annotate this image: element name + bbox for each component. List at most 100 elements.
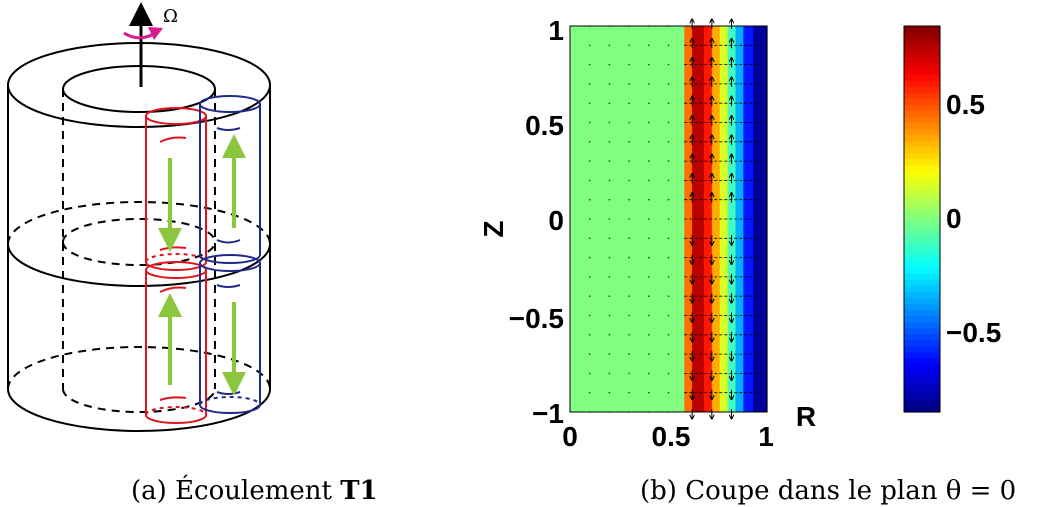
colorbar-step bbox=[904, 200, 940, 208]
colorbar-step bbox=[904, 321, 940, 329]
colorbar-step bbox=[904, 44, 940, 51]
vector-dot bbox=[588, 237, 591, 240]
colorbar-step bbox=[904, 225, 940, 232]
vector-dot bbox=[648, 179, 650, 182]
heatmap-band-2 bbox=[692, 26, 705, 412]
colorbar-step bbox=[904, 315, 940, 323]
vector-dot bbox=[667, 295, 670, 298]
vector-dot bbox=[588, 276, 591, 278]
vector-dot bbox=[648, 237, 650, 240]
vector-dot bbox=[588, 334, 591, 336]
colorbar-step bbox=[904, 339, 940, 347]
colorbar-step bbox=[904, 104, 940, 112]
vector-dot bbox=[628, 102, 630, 104]
vector-dot bbox=[628, 295, 630, 298]
x-tick-0: 0 bbox=[562, 421, 578, 452]
colorbar-step bbox=[904, 38, 940, 45]
colorbar-step bbox=[904, 176, 940, 184]
vector-dot bbox=[648, 44, 650, 47]
colorbar-step bbox=[904, 387, 940, 395]
vector-dot bbox=[667, 160, 670, 162]
colorbar-step bbox=[904, 405, 940, 413]
vector-dot bbox=[648, 314, 650, 317]
colorbar-step bbox=[904, 56, 940, 63]
colorbar-step bbox=[904, 86, 940, 93]
colorbar-step bbox=[904, 279, 940, 286]
vector-dot bbox=[667, 218, 670, 220]
colorbar-step bbox=[904, 273, 940, 280]
vector-dot bbox=[667, 63, 670, 66]
vector-dot bbox=[608, 44, 611, 47]
vector-dot bbox=[608, 121, 611, 124]
vector-dot bbox=[628, 83, 630, 85]
y-tick-labels: 1 0.5 0 −0.5 −1 bbox=[509, 15, 564, 429]
vector-dot bbox=[648, 372, 650, 375]
vector-dot bbox=[628, 276, 630, 278]
colorbar-step bbox=[904, 146, 940, 154]
vector-dot bbox=[608, 295, 611, 298]
vector-dot bbox=[588, 83, 591, 85]
colorbar-step bbox=[904, 219, 940, 226]
colorbar-step bbox=[904, 80, 940, 87]
colorbar-step bbox=[904, 375, 940, 383]
vector-dot bbox=[648, 83, 650, 85]
colorbar-tick-0.5: 0.5 bbox=[946, 89, 985, 120]
colorbar-step bbox=[904, 212, 940, 220]
vector-dot bbox=[588, 314, 591, 317]
vector-dot bbox=[667, 353, 670, 355]
vector-dot bbox=[628, 256, 630, 259]
colorbar-step bbox=[904, 357, 940, 365]
colorbar-step bbox=[904, 243, 940, 250]
colorbar-step bbox=[904, 74, 940, 81]
colorbar-step bbox=[904, 249, 940, 256]
vector-dot bbox=[648, 141, 650, 143]
vector-dot bbox=[608, 198, 611, 201]
vector-dot bbox=[648, 353, 650, 355]
vector-dot bbox=[667, 334, 670, 336]
x-tick-1: 1 bbox=[758, 421, 774, 452]
vector-dot bbox=[648, 334, 650, 336]
colorbar-step bbox=[904, 297, 940, 305]
vector-dot bbox=[628, 198, 630, 201]
colorbar-step bbox=[904, 237, 940, 244]
colorbar-step bbox=[904, 291, 940, 299]
vector-dot bbox=[648, 218, 650, 220]
vector-dot bbox=[628, 334, 630, 336]
colorbar-step bbox=[904, 110, 940, 118]
colorbar-step bbox=[904, 62, 940, 69]
vector-dot bbox=[608, 63, 611, 66]
vector-dot bbox=[628, 218, 630, 220]
vector-dot bbox=[667, 121, 670, 124]
colorbar-tick-neg0.5: −0.5 bbox=[946, 317, 1001, 348]
vector-dot bbox=[667, 179, 670, 182]
vector-dot bbox=[628, 179, 630, 182]
vector-dot bbox=[628, 63, 630, 66]
vector-dot bbox=[608, 334, 611, 336]
vector-dot bbox=[648, 198, 650, 201]
vector-dot bbox=[667, 198, 670, 201]
colorbar-step bbox=[904, 128, 940, 136]
vector-dot bbox=[628, 237, 630, 240]
colorbar-tick-labels: 0.5 0 −0.5 bbox=[946, 89, 1001, 348]
vector-dot bbox=[608, 353, 611, 355]
vector-dot bbox=[648, 63, 650, 66]
vector-dot bbox=[588, 179, 591, 182]
vector-dot bbox=[608, 276, 611, 278]
vector-dot bbox=[588, 102, 591, 104]
y-tick-0: 0 bbox=[548, 205, 564, 236]
colorbar-step bbox=[904, 188, 940, 196]
colorbar-step bbox=[904, 206, 940, 214]
vector-dot bbox=[608, 314, 611, 317]
heatmap-band-8 bbox=[743, 26, 754, 412]
vector-dot bbox=[608, 160, 611, 162]
vector-dot bbox=[628, 160, 630, 162]
colorbar-step bbox=[904, 363, 940, 371]
vector-dot bbox=[667, 372, 670, 375]
y-axis-label: Z bbox=[478, 220, 509, 237]
vector-dot bbox=[667, 256, 670, 259]
colorbar-step bbox=[904, 140, 940, 148]
vector-dot bbox=[588, 160, 591, 162]
vector-dot bbox=[667, 237, 670, 240]
colorbar-step bbox=[904, 68, 940, 75]
